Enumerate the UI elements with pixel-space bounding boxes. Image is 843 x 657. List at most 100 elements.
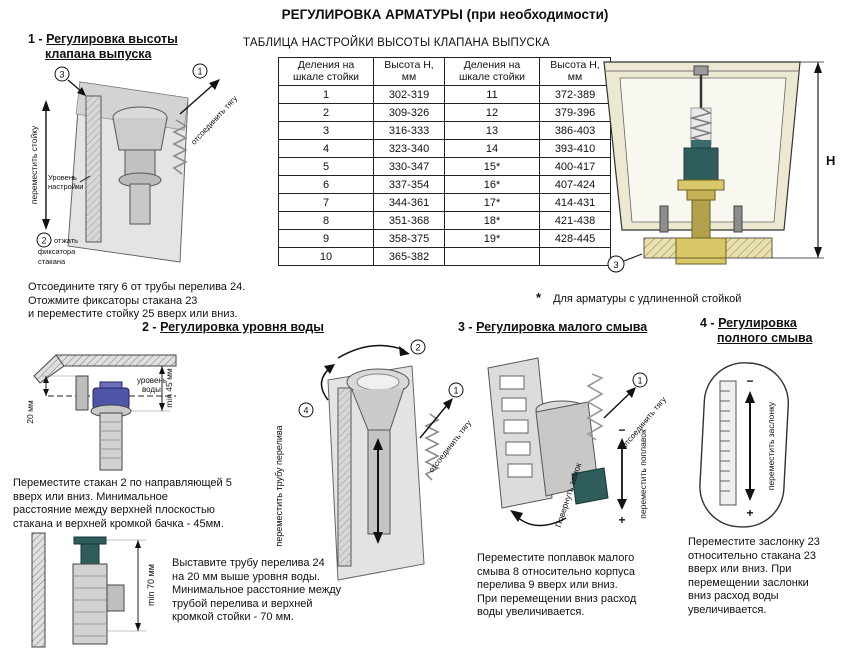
- table-cell: 428-445: [539, 229, 611, 248]
- spring: [586, 373, 604, 441]
- plus-sign: +: [618, 513, 625, 527]
- table-cell: 1: [278, 85, 374, 104]
- svg-text:уровень: уровень: [137, 376, 167, 385]
- float-housing: [535, 400, 609, 505]
- cup-and-stand: [90, 404, 132, 471]
- section2-title: Регулировка уровня воды: [160, 320, 324, 334]
- table-cell: 330-347: [373, 157, 445, 176]
- svg-text:2: 2: [41, 236, 46, 246]
- rotate-arrow-left: [320, 364, 335, 401]
- svg-text:1: 1: [453, 386, 458, 396]
- callout-3-cistern: 3: [607, 253, 643, 273]
- section4-title-line2: полного смыва: [717, 331, 813, 345]
- footnote-text: Для арматуры с удлиненной стойкой: [553, 293, 742, 305]
- stand-with-cells: [487, 357, 553, 509]
- overflow-pipe-illustration: min 70 мм: [31, 532, 156, 648]
- section4-heading: 4 - Регулировка полного смыва: [700, 316, 813, 346]
- move-float-arrow: [617, 438, 627, 510]
- table-title: ТАБЛИЦА НАСТРОЙКИ ВЫСОТЫ КЛАПАНА ВЫПУСКА: [243, 37, 550, 49]
- table-cell: 323-340: [373, 139, 445, 158]
- press-clips-label: отжать фиксатора стакана: [38, 236, 78, 266]
- section2-overflow-illustration: переместить трубу перелива 2 4: [274, 339, 473, 581]
- section1-title-line2: клапана выпуска: [45, 47, 152, 61]
- section1-illustration: переместить стойку 1 отсоединить тягу 3 …: [29, 63, 239, 266]
- callout-1-section3: 1: [632, 372, 648, 388]
- table-cell: 302-319: [373, 85, 445, 104]
- table-cell: 393-410: [539, 139, 611, 158]
- section3-number: 3 -: [458, 320, 473, 334]
- section4-illustration: − + переместить заслонку: [699, 362, 790, 528]
- table-cell: 351-368: [373, 211, 445, 230]
- height-dimension-label: Н: [826, 153, 835, 168]
- table-cell: 379-396: [539, 103, 611, 122]
- svg-text:Уровень: Уровень: [48, 173, 77, 182]
- turn-lock-arrow: [510, 510, 567, 527]
- height-settings-table: Деления на шкале стойки Высота Н, мм Дел…: [278, 57, 611, 266]
- section4-number: 4 -: [700, 316, 715, 330]
- table-cell: 8: [278, 211, 374, 230]
- dim-70mm-label: min 70 мм: [146, 564, 156, 606]
- table-cell: 2: [278, 103, 374, 122]
- section4-title-line1: Регулировка: [718, 316, 797, 330]
- svg-text:стакана: стакана: [38, 257, 66, 266]
- water-level-label: уровень воды: [137, 376, 167, 394]
- section1-heading: 1 - Регулировка высоты клапана выпуска: [28, 32, 178, 62]
- footnote-asterisk: *: [536, 290, 542, 305]
- callout-1: 1: [192, 63, 208, 79]
- section2-text-a: Переместите стакан 2 по направляющей 5 в…: [13, 477, 232, 530]
- callout-3: 3: [54, 66, 86, 96]
- callout-2: 2: [36, 232, 52, 248]
- section1-instructions: Отсоедините тягу 6 от трубы перелива 24.…: [28, 281, 246, 321]
- svg-text:воды: воды: [142, 385, 161, 394]
- move-stand-label: переместить стойку: [29, 125, 39, 204]
- table-cell: 3: [278, 121, 374, 140]
- spring-right: [424, 413, 440, 481]
- svg-text:отжать: отжать: [54, 236, 78, 245]
- svg-text:настройки: настройки: [48, 182, 84, 191]
- overflow-assembly-drawing: [327, 365, 425, 581]
- mounting-base: [643, 205, 773, 265]
- table-cell: 19*: [444, 229, 540, 248]
- table-cell: 337-354: [373, 175, 445, 194]
- col-header-height-left: Высота Н, мм: [373, 57, 445, 86]
- callout-1-section2: 1: [448, 382, 464, 398]
- section1-title-line1: Регулировка высоты: [46, 32, 178, 46]
- table-cell: 5: [278, 157, 374, 176]
- move-flap-arrow: [745, 391, 755, 501]
- overflow-pipe-top: [73, 536, 107, 565]
- svg-text:фиксатора: фиксатора: [38, 247, 76, 256]
- svg-text:4: 4: [303, 406, 308, 416]
- stand-body: [72, 563, 125, 645]
- table-cell: 16*: [444, 175, 540, 194]
- table-cell: [539, 247, 611, 266]
- table-cell: 4: [278, 139, 374, 158]
- callout-4-section2: 4: [298, 402, 314, 418]
- section1-number: 1 -: [28, 32, 43, 46]
- water-level-illustration: уровень воды 20 мм: [25, 354, 177, 471]
- section3-illustration: 1 отсоединить тягу − + переместить попла…: [487, 357, 668, 529]
- section3-text: Переместите поплавок малого смыва 8 отно…: [477, 552, 637, 619]
- table-cell: 309-326: [373, 103, 445, 122]
- overflow-pipe: [75, 375, 89, 411]
- table-cell: 365-382: [373, 247, 445, 266]
- col-header-divisions-left: Деления на шкале стойки: [278, 57, 374, 86]
- detach-rod-arrow-3: [603, 387, 636, 419]
- table-cell: [444, 247, 540, 266]
- float: [92, 381, 130, 410]
- table-cell: 17*: [444, 193, 540, 212]
- detach-rod-arrow-2: [419, 398, 453, 439]
- table-cell: 358-375: [373, 229, 445, 248]
- dim-20mm-label: 20 мм: [25, 400, 35, 424]
- svg-text:3: 3: [613, 260, 618, 271]
- table-footnote: * Для арматуры с удлиненной стойкой: [536, 290, 741, 305]
- side-wall: [31, 532, 46, 648]
- section2-heading: 2 - Регулировка уровня воды: [142, 320, 324, 335]
- table-cell: 407-424: [539, 175, 611, 194]
